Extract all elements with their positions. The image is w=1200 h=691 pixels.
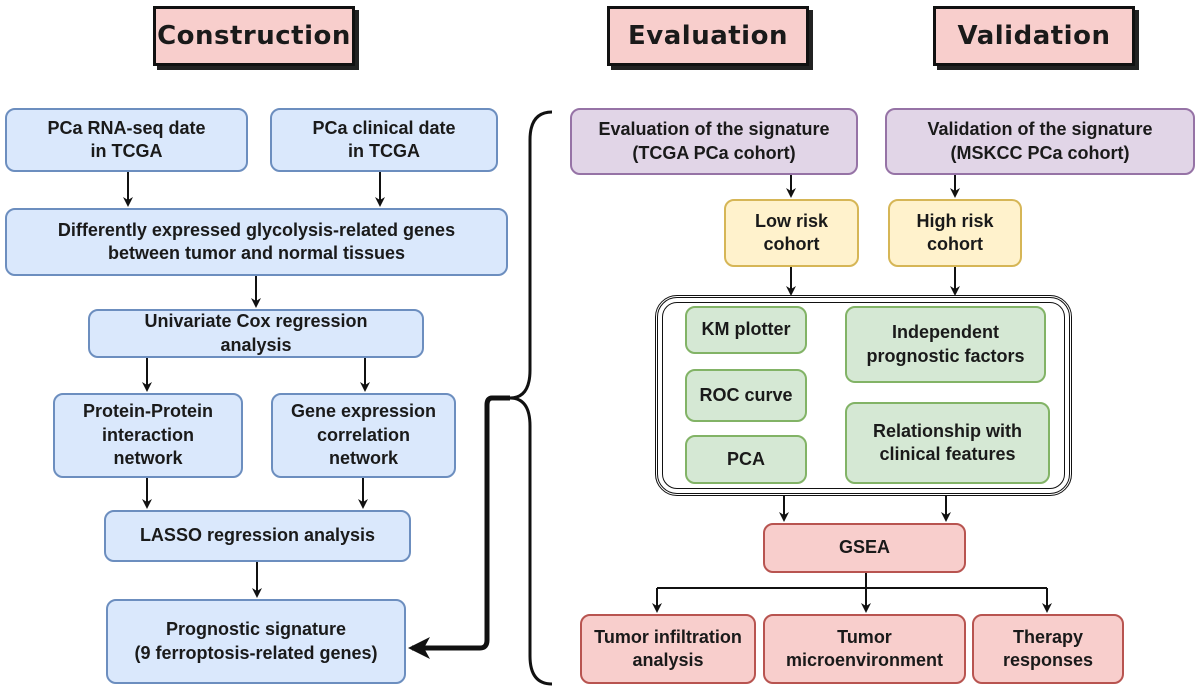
curly-brace [509,110,553,686]
box-clinical-data: PCa clinical date in TCGA [270,108,498,172]
box-tumor-microenvironment: Tumor microenvironment [763,614,966,684]
analysis-container [655,295,1072,496]
box-clinical-relationship: Relationship with clinical features [845,402,1050,484]
box-roc-curve: ROC curve [685,369,807,422]
box-independent-factors: Independent prognostic factors [845,306,1046,383]
box-lasso-regression: LASSO regression analysis [104,510,411,562]
box-gsea: GSEA [763,523,966,573]
header-evaluation: Evaluation [607,6,809,66]
box-km-plotter: KM plotter [685,306,807,354]
box-evaluation-signature: Evaluation of the signature (TCGA PCa co… [570,108,858,175]
box-pca: PCA [685,435,807,484]
box-coexpression-network: Gene expression correlation network [271,393,456,478]
header-validation: Validation [933,6,1135,66]
connector-gsea-branch [657,573,1047,589]
box-degs: Differently expressed glycolysis-related… [5,208,508,276]
box-tumor-infiltration: Tumor infiltration analysis [580,614,756,684]
arrow-brace-signature [408,395,510,659]
box-low-risk-cohort: Low risk cohort [724,199,859,267]
box-prognostic-signature: Prognostic signature (9 ferroptosis-rela… [106,599,406,684]
box-therapy-responses: Therapy responses [972,614,1124,684]
box-high-risk-cohort: High risk cohort [888,199,1022,267]
header-construction: Construction [153,6,355,66]
box-univariate-cox: Univariate Cox regression analysis [88,309,424,358]
box-validation-signature: Validation of the signature (MSKCC PCa c… [885,108,1195,175]
box-rnaseq-data: PCa RNA-seq date in TCGA [5,108,248,172]
box-ppi-network: Protein-Protein interaction network [53,393,243,478]
